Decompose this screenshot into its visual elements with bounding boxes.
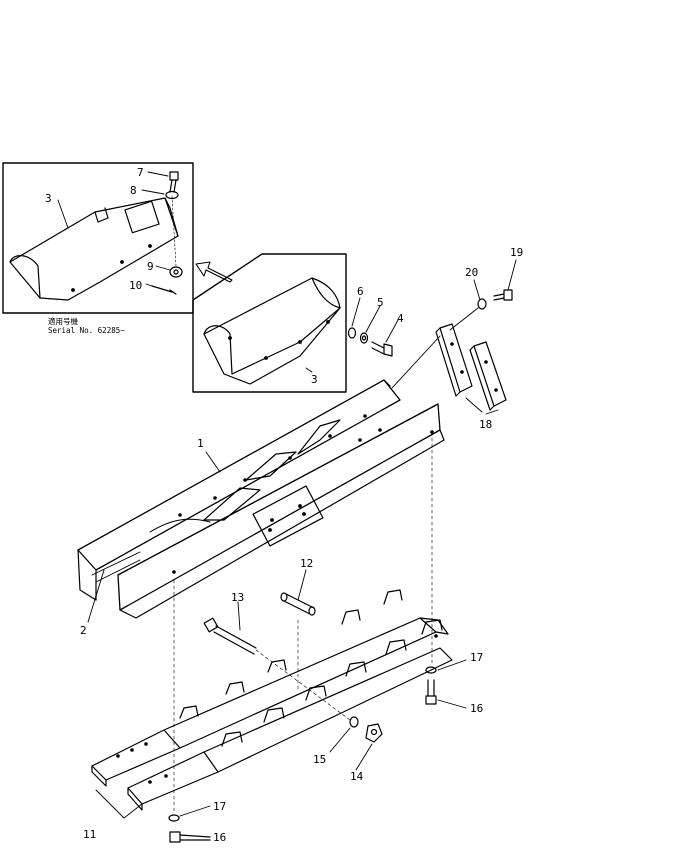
guard-part-18 (435, 323, 507, 411)
washer-part-17-right (425, 666, 437, 674)
washer-part-20 (477, 298, 487, 310)
callout-part-14: 14 (350, 770, 364, 783)
callout-part-13: 13 (231, 591, 244, 604)
inset-nut-part-9 (169, 266, 183, 278)
washer-part-6 (347, 327, 357, 339)
track-frame-part-1 (77, 379, 445, 619)
callout-part-9: 9 (147, 260, 154, 273)
bolt-part-19 (493, 289, 513, 301)
inset-pin-part-10 (151, 285, 177, 295)
bolt-part-16-bottom (169, 831, 211, 843)
callout-part-3: 3 (311, 373, 318, 386)
callout-part-16-bottom: 16 (213, 831, 226, 844)
arrow-to-inset-icon (195, 261, 233, 283)
inset-box (2, 162, 194, 314)
callout-part-12: 12 (300, 557, 313, 570)
callout-part-6: 6 (357, 285, 364, 298)
inset-washer-part-8 (165, 190, 179, 200)
callout-part-11: 11 (83, 828, 96, 841)
pin-part-12 (280, 592, 316, 616)
inset-note-line-1: 適用号機 (48, 316, 78, 326)
callout-part-16-right: 16 (470, 702, 483, 715)
nut-part-14 (365, 723, 383, 743)
callout-part-10: 10 (129, 279, 142, 292)
callout-part-15: 15 (313, 753, 326, 766)
inset-bolt-part-7 (169, 171, 179, 193)
callout-part-19: 19 (510, 246, 523, 259)
callout-part-8: 8 (130, 184, 137, 197)
bolt-part-4 (371, 341, 393, 357)
callout-part-5: 5 (377, 296, 384, 309)
roller-guard-part-11 (91, 589, 453, 811)
cover-box (192, 253, 347, 393)
callout-part-17-right: 17 (470, 651, 483, 664)
callout-part-2: 2 (80, 624, 87, 637)
callout-part-7: 7 (137, 166, 144, 179)
callout-part-4: 4 (397, 312, 404, 325)
callout-part-18: 18 (479, 418, 492, 431)
washer-part-5 (359, 332, 369, 344)
washer-part-15 (349, 716, 359, 728)
bolt-part-13 (203, 617, 257, 655)
assembly-guide-lines (173, 431, 433, 813)
cover-part-3 (203, 277, 341, 385)
callout-part-17-bottom: 17 (213, 800, 226, 813)
callout-part-20: 20 (465, 266, 478, 279)
callout-part-1: 1 (197, 437, 204, 450)
callout-part-3-inset: 3 (45, 192, 52, 205)
inset-cover-part-3 (9, 197, 179, 301)
washer-part-17-bottom (168, 814, 180, 822)
inset-note-line-2: Serial No. 62285~ (48, 326, 125, 335)
bolt-part-16-right (425, 679, 437, 705)
